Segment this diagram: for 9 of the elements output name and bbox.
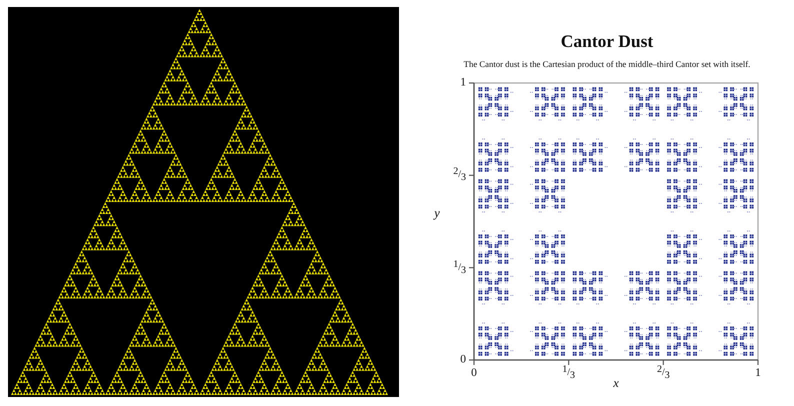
tick-label: 0: [471, 368, 477, 380]
caption: The Cantor dust is the Cartesian product of the middle–third Cantor set with itself.: [464, 59, 750, 70]
axis-label: x: [613, 377, 619, 390]
chart-title: Cantor Dust: [560, 31, 654, 52]
axis-label: y: [434, 206, 440, 220]
tick-label: 1: [755, 368, 761, 380]
tick-label: 1/3: [453, 262, 466, 273]
tick-label: 1: [460, 77, 466, 89]
tick-label: 0: [460, 354, 466, 366]
